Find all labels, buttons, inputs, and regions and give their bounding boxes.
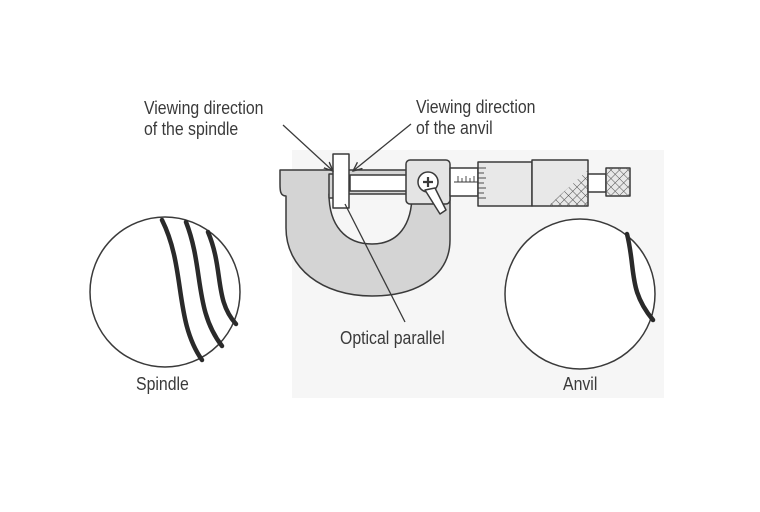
viewing-direction-anvil-line1: Viewing direction: [416, 97, 536, 117]
anvil-label: Anvil: [563, 374, 598, 394]
fringe-lines-spindle: [159, 217, 239, 363]
spindle-view-arrow: [282, 124, 333, 171]
viewing-direction-spindle-line1: Viewing direction: [144, 98, 264, 118]
viewing-direction-anvil-line2: of the anvil: [416, 118, 493, 138]
ratchet-shaft: [587, 173, 607, 193]
micrometer-icon: [279, 153, 631, 297]
optical-parallel-label: Optical parallel: [340, 328, 445, 348]
lock-lever: [424, 187, 447, 215]
anvil-view-arrow: [353, 123, 412, 171]
anvil-view-circle: [504, 218, 656, 370]
spindle-fringe-view: [89, 216, 241, 368]
micrometer-frame: [279, 169, 451, 297]
thimble-graduations: [478, 167, 486, 199]
thimble: [477, 161, 533, 207]
spindle-label: Spindle: [136, 374, 189, 394]
leader-lines: [282, 123, 412, 323]
spindle: [349, 174, 409, 192]
anvil-fringe-view: [504, 218, 656, 370]
optical-parallel: [332, 153, 350, 209]
optical-parallel-leader: [344, 203, 406, 323]
fringe-line-anvil: [624, 231, 656, 323]
lock-screw-cross: [423, 177, 433, 187]
spindle-view-circle: [89, 216, 241, 368]
sleeve-graduations: [457, 176, 475, 182]
viewing-direction-spindle-line2: of the spindle: [144, 119, 239, 139]
